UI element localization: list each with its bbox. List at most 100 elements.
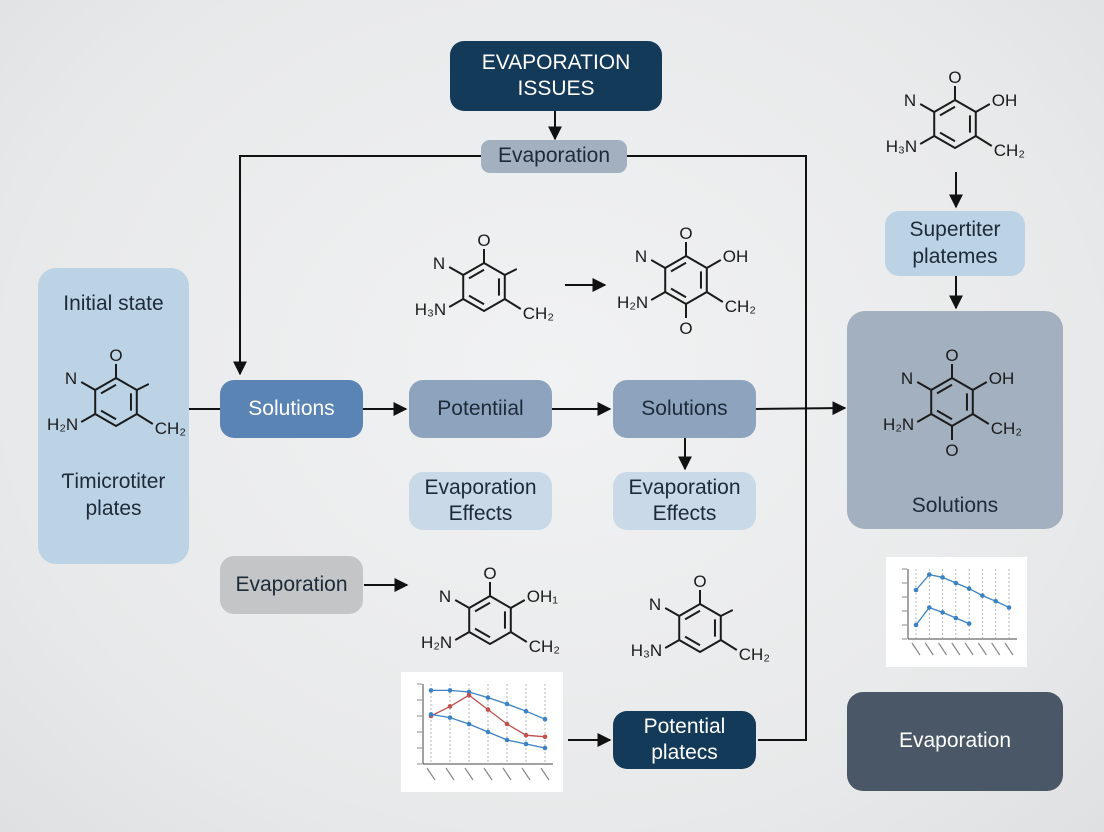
bond (650, 291, 666, 301)
potential-node[interactable]: Potentiial (409, 380, 552, 438)
evaporation-bottom-right-node[interactable]: Evaporation (847, 692, 1063, 791)
data-point (953, 580, 959, 586)
atom-left: N (65, 369, 77, 388)
solutions-panel-caption: Solutions (911, 494, 999, 517)
atom-bottom-left: H₂N (47, 415, 78, 434)
tick-mark (964, 642, 974, 656)
data-point (428, 688, 434, 693)
bond (972, 381, 988, 391)
tick-mark (951, 642, 961, 656)
tick-mark (464, 767, 474, 781)
double-bond (936, 409, 953, 421)
data-point (447, 688, 453, 693)
atom-bottom-right: CH₂ (739, 645, 770, 664)
bond (664, 607, 680, 617)
atom-bottom-left: H₃N (631, 641, 662, 660)
data-point (523, 732, 529, 738)
bond (510, 599, 526, 609)
tick-mark (521, 767, 531, 781)
bond (916, 381, 932, 391)
double-bond (936, 383, 953, 395)
tick-mark (502, 767, 512, 781)
atom-bottom-left: H₂N (421, 633, 452, 652)
atom-top: O (109, 346, 122, 365)
atom-top: O (948, 68, 961, 87)
supertiter-node[interactable]: Supertiter platemes (885, 211, 1025, 276)
bond (504, 298, 522, 310)
atom-bottom-right: CH₂ (155, 419, 186, 438)
atom-bottom-left: H₂N (617, 293, 648, 312)
atom-bottom-right: CH₂ (991, 419, 1022, 438)
data-point (980, 593, 985, 598)
double-bond (670, 287, 687, 299)
atom-bottom: O (945, 441, 958, 460)
bond (454, 599, 470, 609)
atom-bottom-left: H₃N (886, 137, 917, 156)
bond (916, 413, 932, 423)
data-point (1006, 605, 1012, 610)
chart-large (401, 672, 563, 792)
data-point (428, 712, 434, 717)
bond (706, 291, 724, 303)
atom-bottom-right: CH₂ (725, 297, 756, 316)
tick-mark (426, 767, 436, 781)
data-point (913, 587, 919, 593)
evaporation-top-node[interactable]: Evaporation (481, 140, 627, 173)
data-point (542, 745, 548, 751)
data-point (940, 575, 945, 580)
atom-left: N (649, 595, 661, 614)
atom-left: N (904, 91, 916, 110)
evaporation-effects-node-1[interactable]: Evaporation Effects (409, 472, 552, 530)
bond (80, 381, 96, 391)
data-point (504, 701, 510, 707)
bond (720, 609, 734, 617)
double-bond (468, 294, 485, 306)
data-point (523, 708, 529, 714)
data-point (926, 605, 932, 610)
data-point (466, 689, 472, 695)
solutions-node-2[interactable]: Solutions (613, 380, 756, 438)
molecule-low-b: O N H₃N CH₂ (631, 572, 770, 664)
double-bond (100, 383, 117, 395)
bond (510, 631, 528, 643)
initial-state-caption: Ƭimicrotiter plates (61, 470, 166, 521)
bond (136, 383, 150, 391)
data-point (504, 721, 510, 727)
atom-top: O (693, 572, 706, 591)
double-bond (670, 261, 687, 273)
atom-top: O (945, 346, 958, 365)
evaporation-effects-node-2[interactable]: Evaporation Effects (613, 472, 756, 530)
double-bond (684, 609, 701, 621)
double-bond (939, 131, 956, 143)
atom-bottom-right: CH₂ (523, 304, 554, 323)
solutions-node-1[interactable]: Solutions (220, 380, 363, 438)
potential-platecs-node[interactable]: Potential platecs (613, 711, 756, 769)
data-point (940, 610, 945, 615)
atom-right: OH (989, 369, 1015, 388)
evaporation-issues-node[interactable]: EVAPORATION ISSUES (450, 41, 662, 111)
data-point (485, 729, 491, 735)
tick-mark (483, 767, 493, 781)
double-bond (468, 268, 485, 280)
bond (650, 259, 666, 269)
atom-bottom-right: CH₂ (529, 637, 560, 656)
atom-left: N (901, 369, 913, 388)
tick-mark (911, 642, 921, 656)
evaporation-left-node[interactable]: Evaporation (220, 556, 363, 614)
initial-state-panel (38, 268, 189, 564)
bond (975, 135, 993, 147)
solutions-panel (847, 311, 1063, 529)
bond (975, 103, 991, 113)
atom-left: N (635, 247, 647, 266)
atom-left: N (439, 587, 451, 606)
atom-top: O (477, 231, 490, 250)
double-bond (474, 601, 491, 613)
data-point (993, 598, 999, 604)
data-point (542, 716, 548, 722)
